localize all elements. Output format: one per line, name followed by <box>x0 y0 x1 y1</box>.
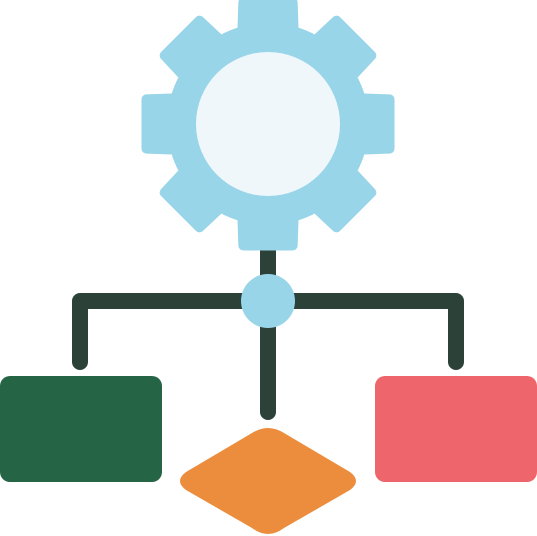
connector-branch-right <box>280 293 464 370</box>
gear-icon <box>141 0 395 251</box>
connector-branch-left <box>72 293 256 370</box>
decision-diamond <box>180 428 356 534</box>
left-process-box <box>0 376 162 482</box>
gear-inner <box>196 52 340 196</box>
junction-node <box>241 274 295 328</box>
right-process-box <box>375 376 537 482</box>
